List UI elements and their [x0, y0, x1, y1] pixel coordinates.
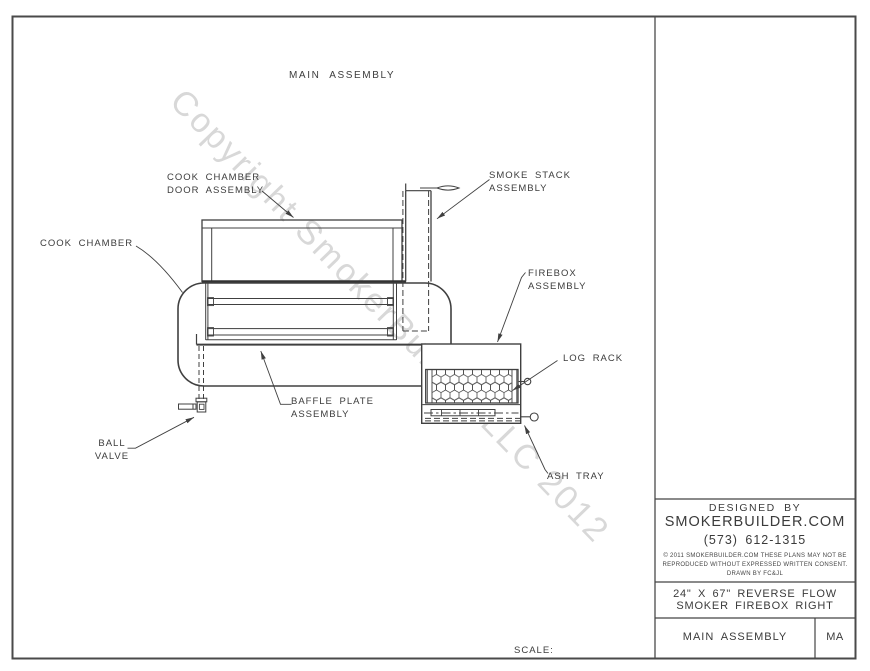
grate-bar-upper: [207, 297, 394, 307]
title-block-designed-by: DESIGNED BY: [708, 502, 802, 514]
label-line: FIREBOX: [528, 268, 577, 279]
title-block-sheet-code: MA: [826, 631, 844, 643]
label-line: BALL: [98, 438, 126, 449]
leader-ash-tray: [524, 425, 549, 474]
sheet-border: [11, 15, 857, 660]
label-log-rack: LOG RACK: [563, 352, 623, 365]
ball-valve-drawing: [178, 397, 208, 413]
leader-ball-valve: [127, 416, 195, 449]
title-block-copyright-line3: DRAWN BY FC&JL: [726, 571, 784, 577]
leader-log-rack: [512, 360, 558, 391]
smoke-stack-outline: [402, 183, 461, 332]
label-firebox: FIREBOX ASSEMBLY: [528, 267, 587, 293]
label-line: COOK CHAMBER: [167, 172, 261, 183]
label-line: LOG RACK: [563, 353, 624, 364]
label-line: SMOKE STACK: [489, 170, 571, 181]
label-line: ASSEMBLY: [291, 409, 350, 420]
title-block-company: SMOKERBUILDER.COM: [664, 514, 846, 530]
label-line: VALVE: [94, 451, 130, 462]
label-line: ASH TRAY: [547, 471, 605, 482]
drawing-title: MAIN ASSEMBLY: [289, 70, 396, 81]
title-block-grid: [655, 498, 855, 658]
label-baffle-plate: BAFFLE PLATE ASSEMBLY: [291, 395, 374, 421]
label-smoke-stack: SMOKE STACK ASSEMBLY: [489, 169, 571, 195]
label-line: BAFFLE PLATE: [291, 396, 374, 407]
firebox-outline: [421, 343, 539, 425]
leader-smoke-stack: [436, 179, 490, 220]
title-block-sheet-name: MAIN ASSEMBLY: [682, 631, 788, 643]
grate-bar-lower: [207, 327, 394, 337]
label-line: COOK CHAMBER: [40, 238, 134, 249]
cook-chamber-outline: [177, 282, 520, 399]
stack-damper: [420, 185, 461, 191]
scale-label: SCALE:: [514, 645, 554, 656]
leader-cook-chamber: [135, 245, 183, 293]
leader-cook-chamber-door: [261, 190, 294, 218]
label-cook-chamber-door: COOK CHAMBER DOOR ASSEMBLY: [167, 171, 264, 197]
cook-chamber-door-outline: [201, 219, 406, 284]
label-ash-tray: ASH TRAY: [547, 470, 605, 483]
title-block-copyright-line2: REPRODUCED WITHOUT EXPRESSED WRITTEN CON…: [662, 562, 848, 568]
label-ball-valve: BALL VALVE: [94, 437, 130, 463]
leader-baffle-plate: [260, 350, 292, 405]
leader-lines: [127, 179, 558, 474]
label-line: ASSEMBLY: [489, 183, 548, 194]
label-line: ASSEMBLY: [528, 281, 587, 292]
drain-pipe-hidden: [198, 346, 204, 399]
leader-firebox: [497, 272, 526, 343]
ash-tray-drawing: [424, 409, 539, 422]
title-block-size-line1: 24" X 67" REVERSE FLOW: [673, 588, 837, 600]
title-block-copyright-line1: © 2011 SMOKERBUILDER.COM THESE PLANS MAY…: [663, 553, 847, 559]
label-line: DOOR ASSEMBLY: [167, 185, 265, 196]
title-block-phone: (573) 612-1315: [703, 533, 807, 547]
label-cook-chamber: COOK CHAMBER: [40, 237, 133, 250]
title-block-size-line2: SMOKER FIREBOX RIGHT: [676, 600, 834, 612]
